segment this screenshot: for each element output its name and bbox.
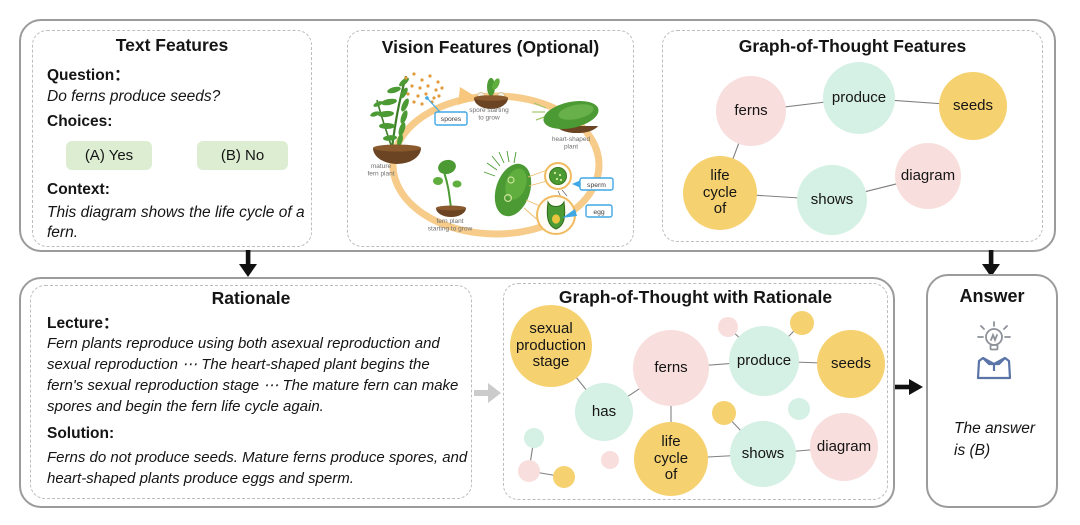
question-label: Question： [47,67,130,84]
egg-tag-label: egg [593,209,605,216]
spores-tag-box [434,111,468,126]
got-features-panel: Graph-of-Thought Features ferns produce se… [662,30,1043,242]
lecture-text: Fern plants reproduce using both asexual… [47,335,459,415]
got-features-title: Graph-of-Thought Features [738,36,967,56]
spores-tag-label: spores [441,116,462,123]
graph-node-seeds: seeds [817,330,885,398]
graph-node-shows: shows [797,165,867,235]
spores-leader-line [426,97,441,113]
graph-node-ferns: ferns [633,330,709,406]
question-text: Do ferns produce seeds? [47,88,221,105]
rationale-panel: Rationale Lecture： Fern plants reproduce… [30,285,472,499]
graph-node-produce: produce [823,62,895,134]
magnifier-line [528,180,548,187]
egg-arrow-icon [562,209,577,218]
got-rationale-panel: Graph-of-Thought with Rationale sexual p… [503,283,888,500]
choices-label: Choices: [47,113,113,130]
graph-node-life: life cycle of [683,156,757,230]
answer-panel: Answer The answer is (B) [926,274,1058,508]
solution-label: Solution: [47,425,115,442]
arrow-right-gray-icon [474,383,501,403]
graph-node-shows: shows [730,421,796,487]
mature-fern-plant [370,75,421,164]
graph-node-d6 [518,460,540,482]
gametophyte [483,150,532,217]
graph-node-d7 [553,466,575,488]
arrow-down-icon [982,250,1000,277]
spore-dots [404,72,444,106]
solution-text: Ferns do not produce seeds. Mature ferns… [47,449,468,487]
choice-a-chip: (A) Yes [66,141,152,170]
heart-shaped-plant [532,101,599,134]
text-features-panel: Text Features Question： Do ferns produce… [32,30,312,247]
idea-person-icon [976,321,1012,380]
graph-node-d2 [790,311,814,335]
sperm-magnifier-circle [544,162,572,190]
spores-leader-dot [425,96,429,100]
arrow-right-icon [895,379,923,395]
text-features-title: Text Features [115,35,229,55]
lecture-label: Lecture： [47,315,119,332]
sperm-tag-box [579,177,614,191]
graph-node-seeds: seeds [939,72,1007,140]
graph-node-diagram: diagram [895,143,961,209]
got-features-graph: ferns produce seeds life cycle of shows diagr… [663,31,1042,241]
graph-node-d8 [601,451,619,469]
egg-tag-box [585,204,613,218]
graph-node-ferns: ferns [716,76,786,146]
graph-node-d3 [788,398,810,420]
arrow-down-icon [239,250,257,277]
sperm-tag-label: sperm [587,182,606,189]
graph-node-d5 [524,428,544,448]
context-label: Context: [47,181,110,198]
answer-text: The answer is (B) [954,420,1035,459]
sperm-arrow-icon [572,180,581,188]
choice-b-chip: (B) No [197,141,288,170]
magnifier-line [525,199,541,207]
context-text: This diagram shows the life cycle of a f… [47,204,305,241]
rationale-title: Rationale [211,288,291,308]
graph-node-d4 [712,401,736,425]
answer-title: Answer [959,286,1025,306]
graph-node-produce: produce [729,326,799,396]
fern-starting-plant [433,159,466,217]
graph-node-d1 [718,317,738,337]
magnifier-line [527,169,548,178]
cycle-arrowhead-icon [458,87,478,105]
spore-starting-pot [474,78,508,109]
graph-node-life: life cycle of [634,422,708,496]
graph-node-has: has [575,383,633,441]
vision-features-panel: Vision Features (Optional) [347,30,634,247]
vision-features-title: Vision Features (Optional) [381,37,600,57]
got-rationale-title: Graph-of-Thought with Rationale [558,287,833,307]
graph-node-sps: sexual production stage [510,305,592,387]
graph-node-diagram: diagram [810,413,878,481]
